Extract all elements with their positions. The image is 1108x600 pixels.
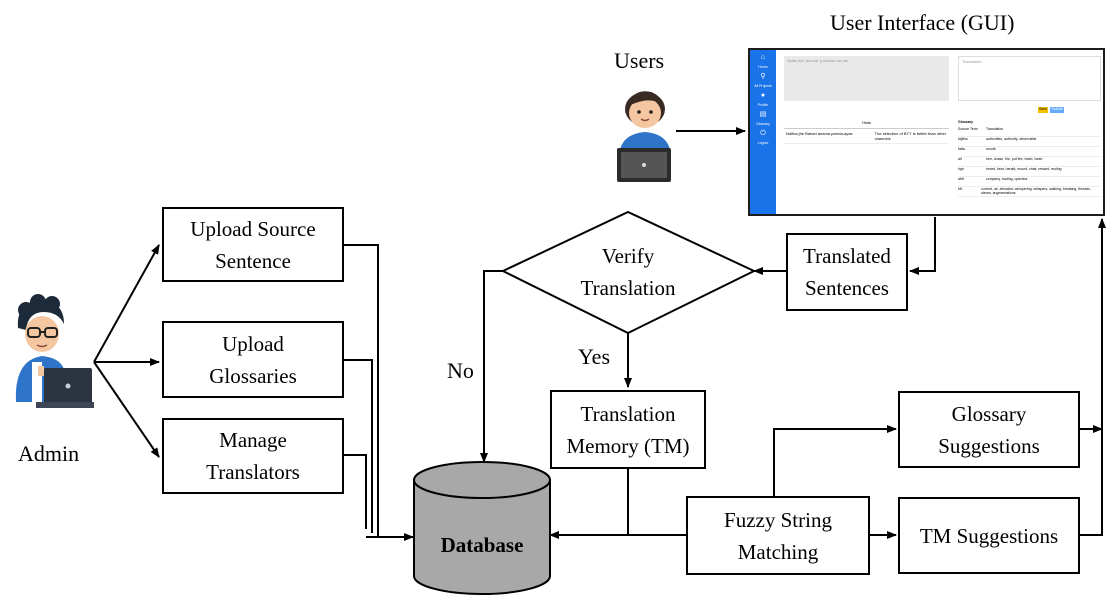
gui-translation: heard, hear, herald, mount, chair, rewar… (986, 167, 1062, 171)
power-icon: ⏻ (760, 130, 766, 137)
gui-sidebar-home: Home (758, 65, 768, 69)
gui-glossary-row: fatta mouth (958, 147, 1101, 157)
gui-title: User Interface (GUI) (830, 10, 1015, 35)
gui-source-field: Ayfas Abi, ara-kar g rabada aw aw (784, 56, 949, 101)
gui-translation: authorities, authority, observable (986, 137, 1037, 141)
gui-glossary-header: Glossary (958, 120, 973, 124)
gui-term: abft (958, 177, 964, 181)
gui-glossary-row: alt hen, chase, fire, put fire, heart, he… (958, 157, 1101, 167)
home-icon: ⌂ (760, 54, 766, 61)
gui-translation: hen, chase, fire, put fire, heart, heart (986, 157, 1043, 161)
search-icon: ⚲ (760, 73, 766, 80)
gui-target-field: Translation (958, 56, 1101, 101)
edge-upload-source-db (344, 244, 379, 537)
fuzzy-matching-box: Fuzzy String Matching (686, 496, 870, 575)
gui-glossary-row: bft current, air, elevated, whispering, w… (958, 187, 1101, 197)
gui-translation: mouth (986, 147, 996, 151)
upload-glossaries-box: Upload Glossaries (162, 321, 344, 398)
edge-upload-glossaries-db (344, 359, 373, 533)
edge-admin-upload-source (93, 244, 160, 363)
list-icon: ▤ (759, 111, 767, 118)
edge-tmsugg-right (1080, 218, 1106, 536)
gui-glossary-row: fajttha authorities, authority, observabl… (958, 137, 1101, 147)
gui-sidebar-logout: Logout (757, 141, 769, 145)
gui-sidebar-projects: All Projects (754, 84, 772, 88)
gui-glossary-row: hgh heard, hear, herald, mount, chair, re… (958, 167, 1101, 177)
manage-translators-box: Manage Translators (162, 418, 344, 494)
tm-suggestions-box: TM Suggestions (898, 497, 1080, 574)
gui-glossary-table: Glossary Source Term Translation fajttha… (958, 120, 1101, 197)
translated-sentences-box: Translated Sentences (786, 233, 908, 311)
verify-translation-label: Verify Translation (580, 244, 676, 300)
glossary-suggestions-box: Glossary Suggestions (898, 391, 1080, 468)
translation-memory-box: Translation Memory (TM) (550, 390, 706, 469)
gui-term: fajttha (958, 137, 968, 141)
gui-glossary-colheads: Source Term Translation (958, 127, 1101, 137)
edge-fuzzy-glossary (773, 425, 897, 496)
gui-term: bft (958, 187, 962, 191)
person-icon: ● (760, 92, 766, 99)
gui-screenshot: ⌂ Home ⚲ All Projects ● Profile ▤ Glossa… (748, 48, 1105, 216)
gui-hint-left: Ndifna jhe Bahari anama parrda-ayas (786, 131, 853, 136)
admin-label: Admin (18, 441, 80, 466)
gui-submit-button: Submit (1050, 107, 1064, 113)
gui-hints-table: Hints Ndifna jhe Bahari anama parrda-aya… (784, 120, 949, 144)
gui-col-source: Source Term (958, 127, 978, 131)
edge-admin-manage-translators (93, 361, 160, 458)
verify-diamond (500, 210, 757, 335)
gui-col-translation: Translation (986, 127, 1004, 131)
gui-sidebar-glossary: Glossary (756, 122, 770, 126)
database-label: Database (440, 533, 524, 557)
gui-translation: current, air, elevated, whispering, whis… (981, 187, 1091, 195)
yes-label: Yes (578, 344, 611, 369)
user-laptop-icon (617, 91, 671, 182)
gui-sidebar: ⌂ Home ⚲ All Projects ● Profile ▤ Glossa… (750, 50, 776, 214)
edge-manage-translators-db (344, 454, 367, 529)
gui-hints-header: Hints (784, 120, 949, 129)
admin-laptop-icon (15, 294, 94, 408)
gui-term: hgh (958, 167, 964, 171)
gui-hint-right: The selection of BTY is better than othe… (874, 131, 947, 141)
edge-verify-no-db (480, 270, 503, 463)
gui-term: alt (958, 157, 962, 161)
edge-gui-translated (909, 217, 936, 275)
no-label: No (447, 358, 474, 383)
gui-hints-row: Ndifna jhe Bahari anama parrda-ayas The … (784, 129, 949, 144)
gui-translation: company, trading, operator (986, 177, 1028, 181)
users-label: Users (614, 48, 665, 73)
gui-term: fatta (958, 147, 965, 151)
gui-save-button: Save (1038, 107, 1048, 113)
database-cylinder (413, 461, 551, 595)
gui-sidebar-profile: Profile (758, 103, 768, 107)
upload-source-box: Upload Source Sentence (162, 207, 344, 282)
gui-glossary-row: abft company, trading, operator (958, 177, 1101, 187)
